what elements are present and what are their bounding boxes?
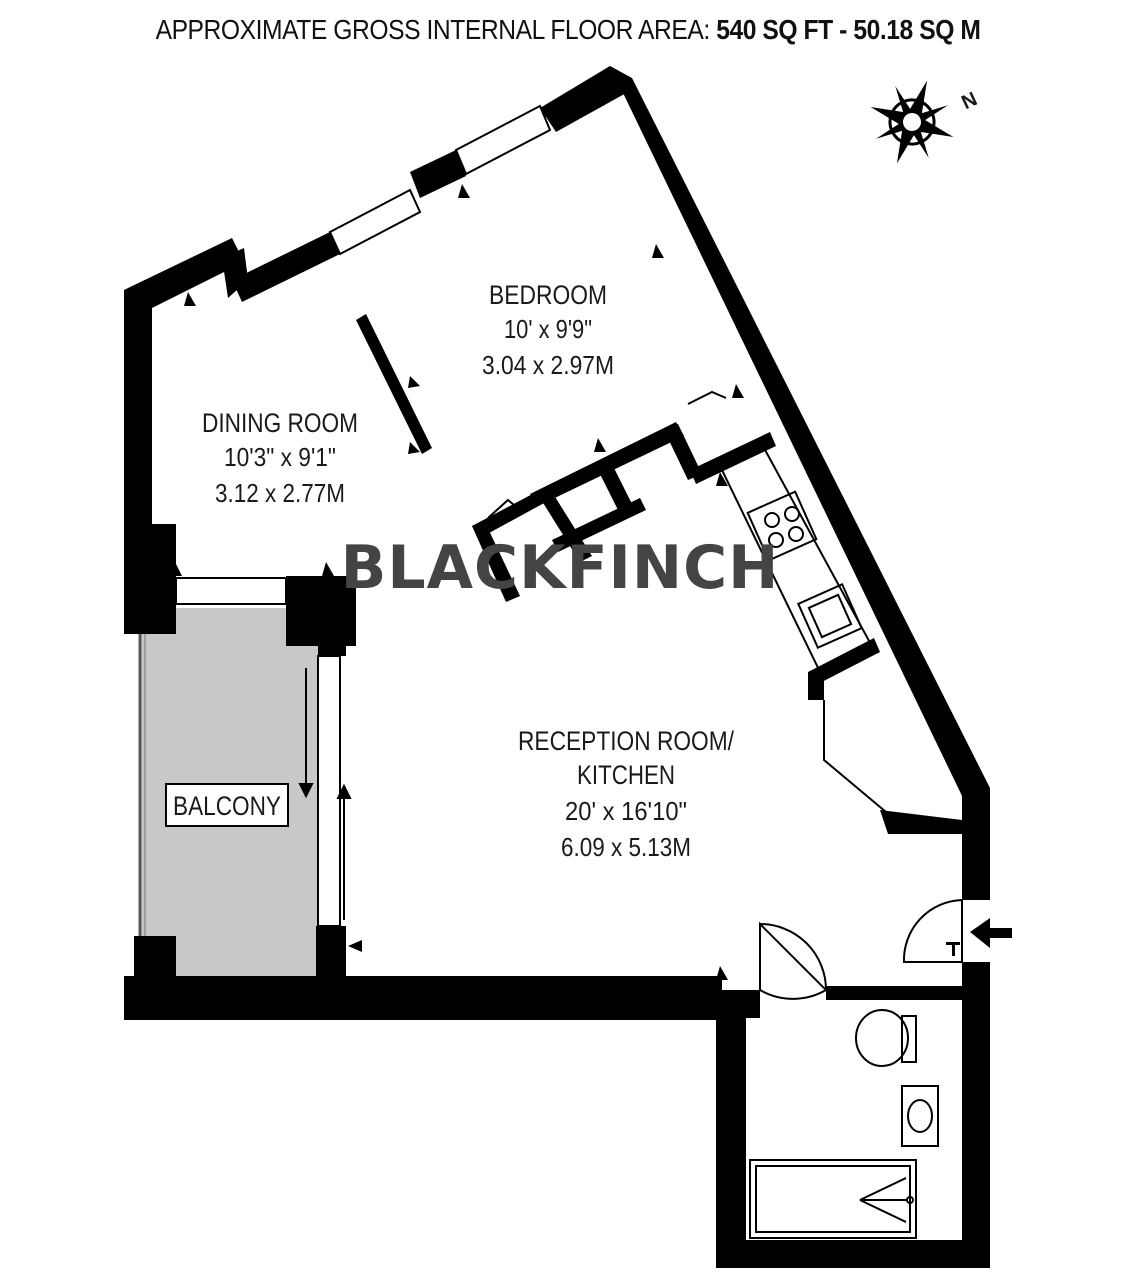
bedroom-label: BEDROOM 10' x 9'9" 3.04 x 2.97M xyxy=(482,280,614,380)
floor-area-label: APPROXIMATE GROSS INTERNAL FLOOR AREA: xyxy=(155,14,711,45)
dining-metric: 3.12 x 2.77M xyxy=(215,478,345,508)
bedroom-name: BEDROOM xyxy=(489,280,607,310)
floor-area-header: APPROXIMATE GROSS INTERNAL FLOOR AREA: 5… xyxy=(68,14,1068,46)
reception-name-line2: KITCHEN xyxy=(577,760,675,790)
windows xyxy=(175,104,552,927)
entrance-arrow-icon xyxy=(946,918,1012,956)
room-divider xyxy=(356,314,432,454)
balcony-label-box xyxy=(165,783,289,827)
dining-room-label: DINING ROOM 10'3" x 9'1" 3.12 x 2.77M xyxy=(202,408,358,508)
reception-room-label: RECEPTION ROOM/ KITCHEN 20' x 16'10" 6.0… xyxy=(518,726,734,862)
sliding-door-arrows xyxy=(298,668,352,920)
bathroom-fixtures xyxy=(749,1009,939,1239)
walls xyxy=(124,66,990,1268)
balcony-name: BALCONY xyxy=(173,791,281,821)
compass-rose-icon xyxy=(870,80,954,164)
floor-area-sqft: 540 SQ FT xyxy=(716,14,833,45)
reception-metric: 6.09 x 5.13M xyxy=(561,832,691,862)
dining-imperial: 10'3" x 9'1" xyxy=(224,442,336,472)
door-swings xyxy=(487,390,963,1000)
reception-name-line1: RECEPTION ROOM/ xyxy=(518,726,734,756)
watermark: BLACKFINCH xyxy=(341,533,780,603)
reception-imperial: 20' x 16'10" xyxy=(565,796,687,826)
floor-area-sqm: 50.18 SQ M xyxy=(853,14,981,45)
dining-name: DINING ROOM xyxy=(202,408,358,438)
bedroom-imperial: 10' x 9'9" xyxy=(504,314,592,344)
bedroom-metric: 3.04 x 2.97M xyxy=(482,350,614,380)
kitchen-counter xyxy=(720,446,876,678)
wall-markers xyxy=(168,184,744,980)
compass-north-label: N xyxy=(958,88,980,114)
floor-area-separator: - xyxy=(839,14,847,45)
balcony-label: BALCONY xyxy=(165,783,289,827)
